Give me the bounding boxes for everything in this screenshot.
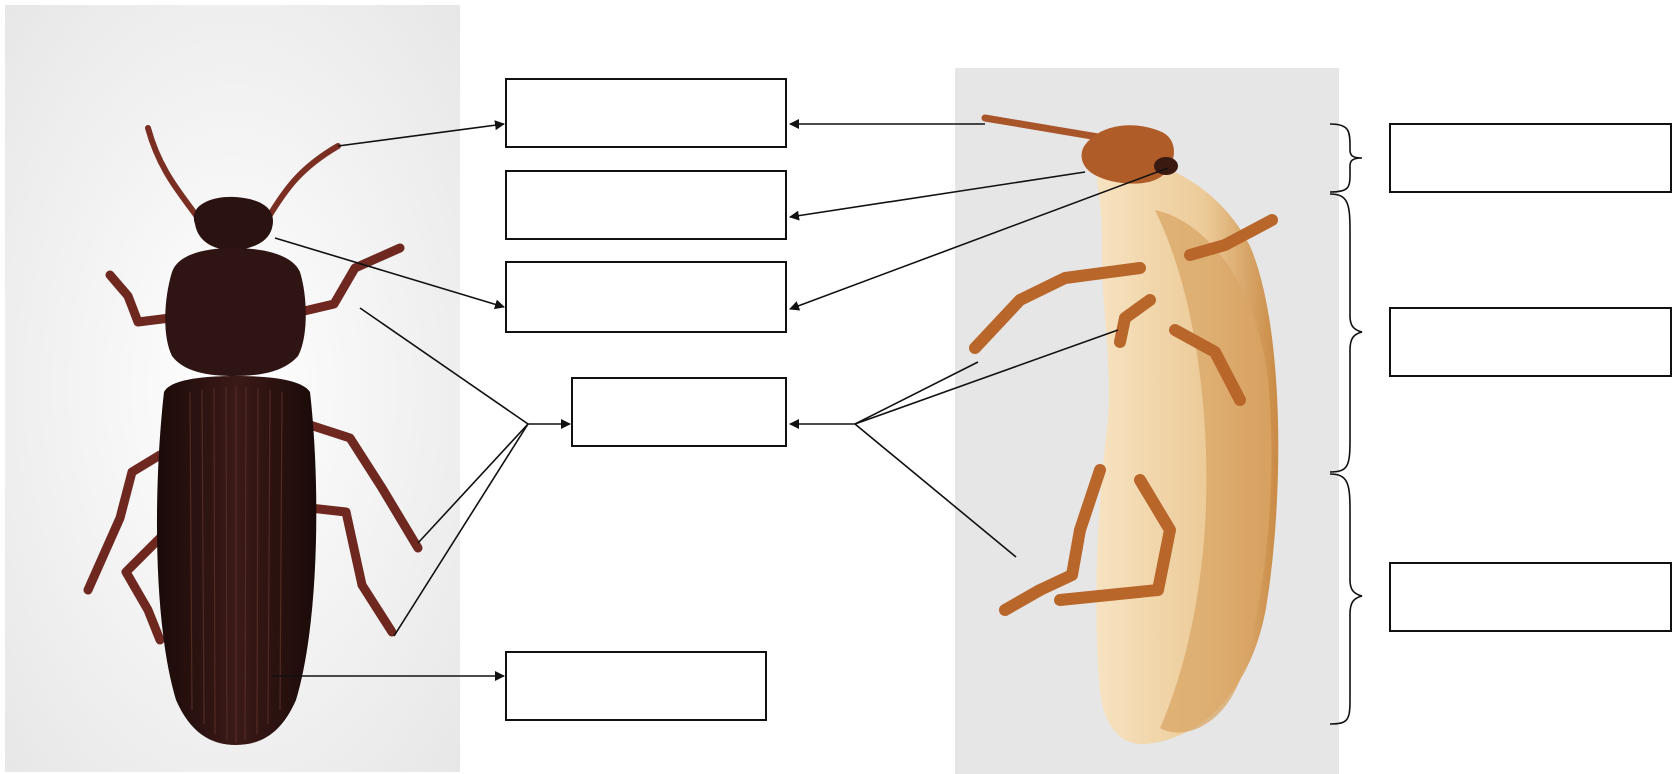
dorsal-beetle-elytra xyxy=(157,376,316,745)
legs-label-box[interactable] xyxy=(571,377,787,447)
elytra-label-box[interactable] xyxy=(505,651,767,721)
mouthparts-label-box[interactable] xyxy=(505,170,787,240)
dorsal-beetle-pronotum xyxy=(165,248,306,376)
abdomen-region-label-box[interactable] xyxy=(1389,562,1672,632)
antenna-label-box[interactable] xyxy=(505,78,787,148)
dorsal-beetle-head xyxy=(194,197,273,250)
lateral-beetle-photo xyxy=(955,68,1339,774)
dorsal-beetle-photo xyxy=(5,5,460,772)
eye-label-box[interactable] xyxy=(505,261,787,333)
head-region-label-box[interactable] xyxy=(1389,123,1672,193)
thorax-region-label-box[interactable] xyxy=(1389,307,1672,377)
